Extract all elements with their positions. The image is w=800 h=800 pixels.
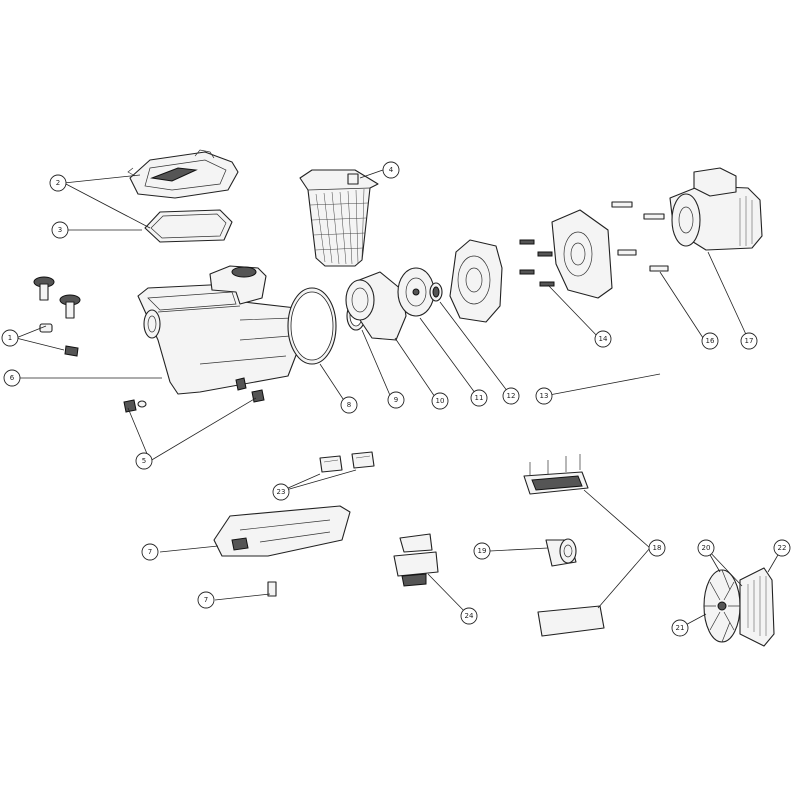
strainer-basket bbox=[299, 169, 379, 267]
callout-circle bbox=[502, 387, 520, 405]
callout-label: 13 bbox=[540, 392, 549, 400]
callout-label: 22 bbox=[778, 544, 787, 552]
callout-circle bbox=[701, 332, 719, 350]
callout-label: 10 bbox=[436, 397, 445, 405]
base-plate bbox=[213, 505, 351, 557]
callout-circle bbox=[1, 329, 19, 347]
callout-circle bbox=[594, 330, 612, 348]
seal-plate bbox=[449, 239, 503, 323]
motor bbox=[669, 167, 763, 251]
callout-label: 11 bbox=[475, 394, 484, 402]
callout-8: 8 bbox=[340, 396, 358, 414]
callout-14: 14 bbox=[594, 330, 612, 348]
callout-label: 6 bbox=[10, 374, 15, 382]
callout-label: 12 bbox=[507, 392, 516, 400]
mechanical-seal bbox=[429, 282, 443, 302]
strainer-lid bbox=[127, 149, 239, 199]
callout-22: 22 bbox=[773, 539, 791, 557]
callout-circle bbox=[671, 619, 689, 637]
motor-adapter bbox=[551, 209, 613, 299]
callout-label: 9 bbox=[394, 396, 398, 404]
callout-7-base: 7 bbox=[141, 543, 159, 561]
callout-2: 2 bbox=[49, 174, 67, 192]
callout-circle bbox=[473, 542, 491, 560]
callout-5: 5 bbox=[135, 452, 153, 470]
callout-19: 19 bbox=[473, 542, 491, 560]
callout-20: 20 bbox=[697, 539, 715, 557]
callout-label: 7 bbox=[204, 596, 208, 604]
callout-circle bbox=[470, 389, 488, 407]
callout-label: 16 bbox=[706, 337, 715, 345]
callout-circle bbox=[648, 539, 666, 557]
callout-label: 21 bbox=[676, 624, 685, 632]
callout-7-screw: 7 bbox=[197, 591, 215, 609]
callout-circle bbox=[535, 387, 553, 405]
callout-label: 24 bbox=[465, 612, 474, 620]
callout-24: 24 bbox=[460, 607, 478, 625]
callout-circle bbox=[740, 332, 758, 350]
impeller bbox=[397, 267, 435, 317]
base-screw bbox=[267, 581, 277, 597]
callout-label: 14 bbox=[599, 335, 608, 343]
callout-circle bbox=[431, 392, 449, 410]
callout-circle bbox=[272, 483, 290, 501]
motor-support bbox=[393, 533, 439, 587]
fan-assembly bbox=[703, 567, 775, 647]
callout-circle bbox=[460, 607, 478, 625]
callout-4: 4 bbox=[382, 161, 400, 179]
callout-10: 10 bbox=[431, 392, 449, 410]
callout-23: 23 bbox=[272, 483, 290, 501]
leader-lines bbox=[15, 169, 783, 629]
callout-label: 18 bbox=[653, 544, 662, 552]
callout-16: 16 bbox=[701, 332, 719, 350]
motor-bolts bbox=[611, 201, 669, 272]
callout-circle bbox=[197, 591, 215, 609]
callout-circle bbox=[141, 543, 159, 561]
seal-plate-bolts bbox=[519, 239, 555, 287]
diffuser bbox=[345, 271, 407, 341]
callout-circle bbox=[387, 391, 405, 409]
callout-circle bbox=[697, 539, 715, 557]
callout-21: 21 bbox=[671, 619, 689, 637]
callout-label: 5 bbox=[142, 457, 146, 465]
callout-label: 4 bbox=[389, 166, 394, 174]
callout-circle bbox=[51, 221, 69, 239]
callout-3: 3 bbox=[51, 221, 69, 239]
lid-gasket bbox=[144, 209, 233, 243]
callout-circle bbox=[49, 174, 67, 192]
callout-6: 6 bbox=[3, 369, 21, 387]
clips bbox=[319, 451, 375, 473]
callout-label: 23 bbox=[277, 488, 286, 496]
callout-circle bbox=[135, 452, 153, 470]
callout-12: 12 bbox=[502, 387, 520, 405]
callout-circle bbox=[3, 369, 21, 387]
drain-plugs bbox=[123, 389, 265, 413]
callout-label: 2 bbox=[56, 179, 60, 187]
callout-11: 11 bbox=[470, 389, 488, 407]
housing-o-ring bbox=[287, 287, 337, 365]
callout-1: 1 bbox=[1, 329, 19, 347]
callout-label: 1 bbox=[8, 334, 12, 342]
callout-label: 7 bbox=[148, 548, 152, 556]
pump-housing bbox=[137, 265, 299, 395]
callout-label: 17 bbox=[745, 337, 754, 345]
callout-circle bbox=[382, 161, 400, 179]
callout-label: 8 bbox=[347, 401, 351, 409]
callout-label: 3 bbox=[58, 226, 62, 234]
callout-circle bbox=[340, 396, 358, 414]
terminal-box bbox=[523, 454, 605, 637]
callout-label: 19 bbox=[478, 547, 487, 555]
callout-18: 18 bbox=[648, 539, 666, 557]
callout-13: 13 bbox=[535, 387, 553, 405]
callout-label: 20 bbox=[702, 544, 711, 552]
capacitor bbox=[545, 538, 577, 567]
callout-circle bbox=[773, 539, 791, 557]
callout-17: 17 bbox=[740, 332, 758, 350]
callout-9: 9 bbox=[387, 391, 405, 409]
